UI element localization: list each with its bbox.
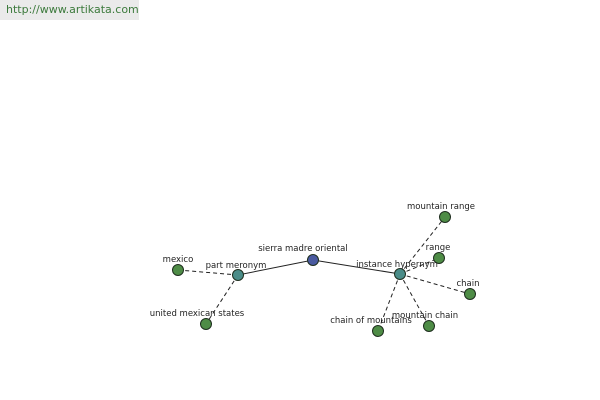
label-ums: united mexican states — [150, 309, 245, 319]
node-range[interactable] — [433, 252, 445, 264]
nodes — [172, 211, 476, 337]
edge-hyper-mchain — [399, 273, 430, 327]
label-part: part meronym — [206, 261, 267, 271]
node-mchain[interactable] — [423, 320, 435, 332]
node-part[interactable] — [232, 269, 244, 281]
node-center[interactable] — [307, 254, 319, 266]
node-mexico[interactable] — [172, 264, 184, 276]
node-chainofm[interactable] — [372, 325, 384, 337]
label-center: sierra madre oriental — [258, 244, 347, 254]
source-url[interactable]: http://www.artikata.com — [0, 0, 139, 20]
label-mexico: mexico — [163, 255, 194, 265]
edge-part-ums — [205, 274, 239, 325]
edge-center-part — [237, 259, 314, 276]
node-chain[interactable] — [464, 288, 476, 300]
edge-hyper-mrange — [399, 216, 446, 275]
label-mrange: mountain range — [407, 202, 475, 212]
labels: sierra madre oriental part meronym instanc… — [150, 202, 480, 326]
edges — [177, 216, 471, 332]
node-mrange[interactable] — [439, 211, 451, 223]
node-ums[interactable] — [200, 318, 212, 330]
node-hyper[interactable] — [394, 268, 406, 280]
label-chainofm: chain of mountains — [330, 316, 412, 326]
label-chain: chain — [456, 279, 479, 289]
edge-center-hyper — [312, 259, 401, 275]
edge-part-mexico — [177, 269, 239, 276]
label-range: range — [426, 243, 451, 253]
edge-hyper-chainofm — [377, 273, 401, 332]
label-mchain: mountain chain — [392, 311, 458, 321]
label-hyper: instance hypernym — [356, 260, 438, 270]
edge-hyper-range — [399, 257, 440, 275]
edge-hyper-chain — [399, 273, 471, 295]
